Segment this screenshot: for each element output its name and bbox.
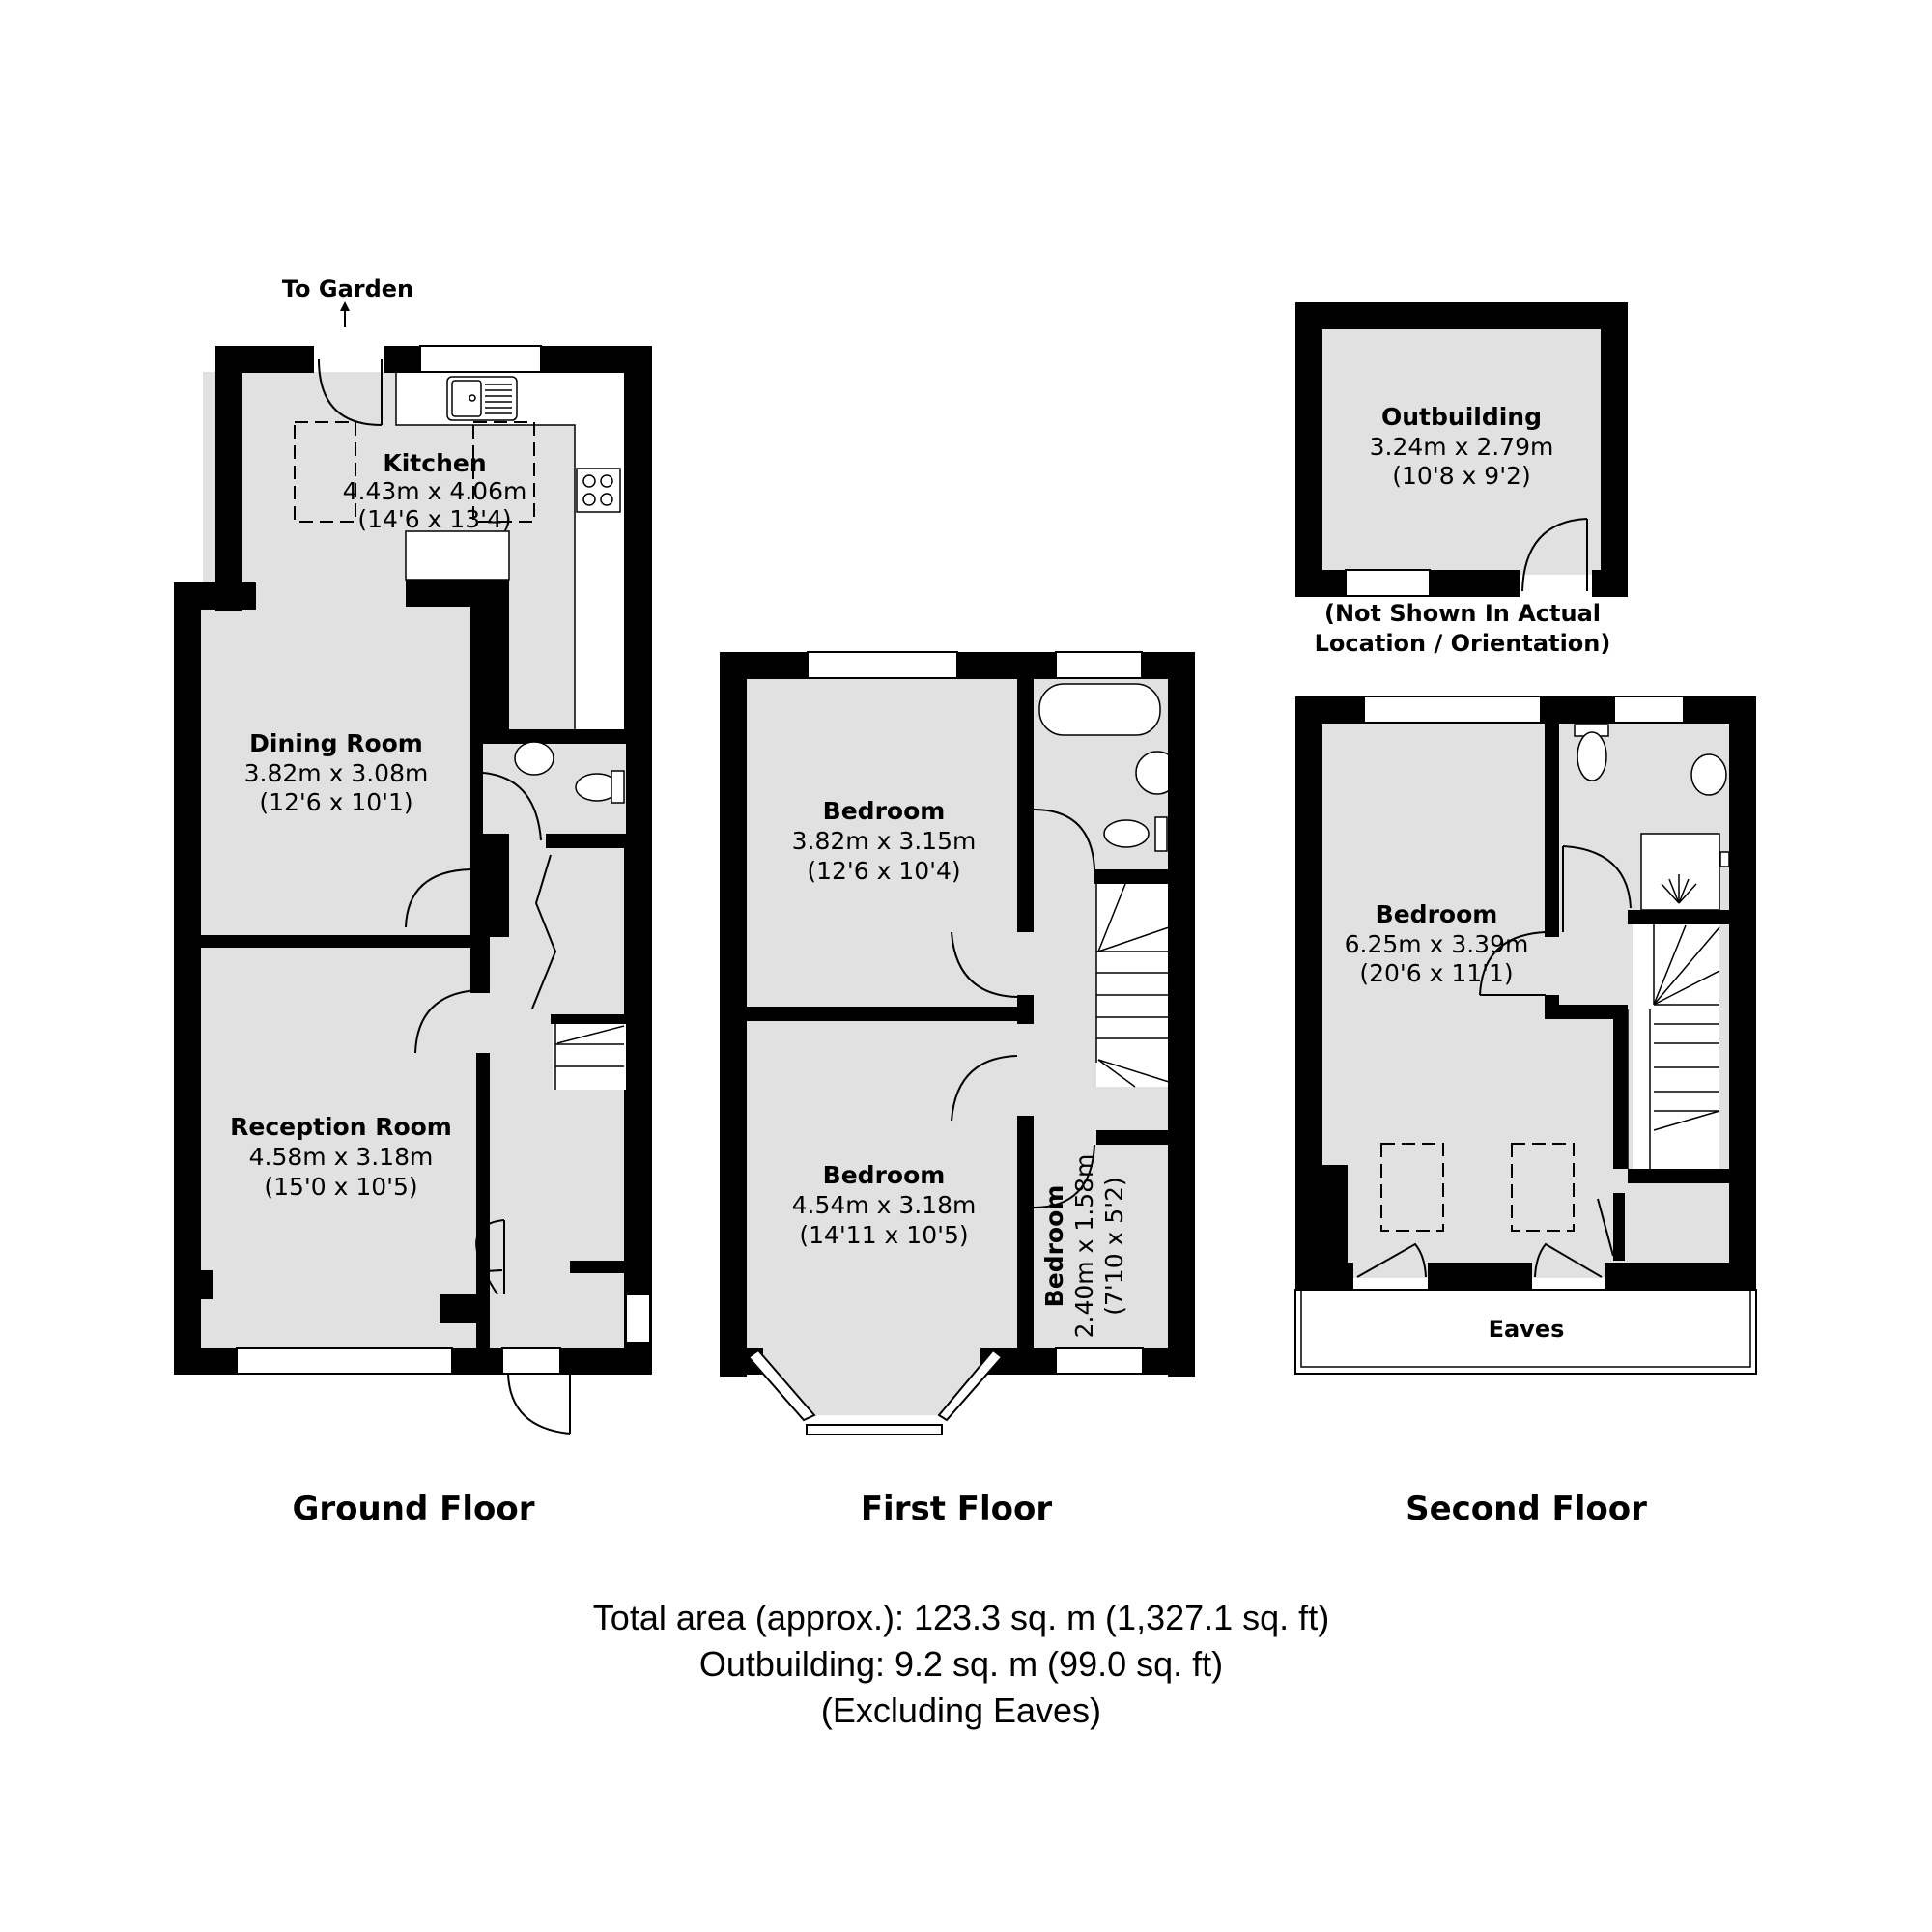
first-floor-title: First Floor <box>861 1490 1053 1528</box>
ground-floor-title: Ground Floor <box>293 1490 535 1528</box>
room-dim-imperial-kitchen: (14'6 x 13'4) <box>357 505 511 533</box>
room-dim-imperial-bedroom-top: (20'6 x 11'1) <box>1359 959 1513 987</box>
shower-icon <box>1661 874 1697 904</box>
room-name-bedroom-2: Bedroom <box>823 1161 946 1189</box>
room-dim-imperial-bedroom-3: (7'10 x 5'2) <box>1100 1177 1128 1315</box>
room-name-bedroom-3: Bedroom <box>1040 1185 1068 1308</box>
first-floor-plan <box>720 651 1195 1435</box>
outbuilding-note-line1: (Not Shown In Actual <box>1324 600 1601 627</box>
ground-floor-plan <box>174 301 652 1435</box>
room-dim-metric-kitchen: 4.43m x 4.06m <box>343 477 527 505</box>
room-name-kitchen: Kitchen <box>383 449 486 477</box>
room-name-bedroom-top: Bedroom <box>1376 900 1498 928</box>
outbuilding-area-text: Outbuilding: 9.2 sq. m (99.0 sq. ft) <box>699 1644 1223 1684</box>
eaves-label: Eaves <box>1489 1316 1565 1343</box>
room-dim-metric-bedroom-2: 4.54m x 3.18m <box>792 1191 977 1219</box>
second-floor-title: Second Floor <box>1406 1490 1647 1528</box>
second-floor-plan <box>1294 696 1757 1375</box>
room-dim-metric-outbuilding: 3.24m x 2.79m <box>1370 433 1554 461</box>
room-dim-metric-bedroom-1: 3.82m x 3.15m <box>792 827 977 855</box>
room-dim-imperial-bedroom-1: (12'6 x 10'4) <box>807 857 960 885</box>
sink-drainer-lines <box>485 384 512 414</box>
room-dim-imperial-dining: (12'6 x 10'1) <box>259 788 412 816</box>
room-dim-metric-dining: 3.82m x 3.08m <box>244 759 429 787</box>
room-name-dining: Dining Room <box>249 729 423 757</box>
total-area-text: Total area (approx.): 123.3 sq. m (1,327… <box>593 1598 1329 1637</box>
outbuilding-note-line2: Location / Orientation) <box>1315 630 1611 657</box>
excluding-eaves-note: (Excluding Eaves) <box>821 1690 1101 1730</box>
room-dim-metric-reception: 4.58m x 3.18m <box>249 1143 434 1171</box>
to-garden-label: To Garden <box>282 275 413 302</box>
room-name-bedroom-1: Bedroom <box>823 797 946 825</box>
hob-icon <box>576 468 621 513</box>
room-name-reception: Reception Room <box>230 1113 452 1141</box>
room-dim-imperial-reception: (15'0 x 10'5) <box>264 1173 417 1201</box>
room-dim-imperial-bedroom-2: (14'11 x 10'5) <box>799 1221 968 1249</box>
room-name-outbuilding: Outbuilding <box>1381 403 1542 431</box>
room-dim-metric-bedroom-top: 6.25m x 3.39m <box>1345 930 1529 958</box>
outbuilding-plan <box>1295 302 1628 597</box>
room-dim-metric-bedroom-3: 2.40m x 1.58m <box>1070 1154 1098 1339</box>
room-dim-imperial-outbuilding: (10'8 x 9'2) <box>1392 462 1530 490</box>
